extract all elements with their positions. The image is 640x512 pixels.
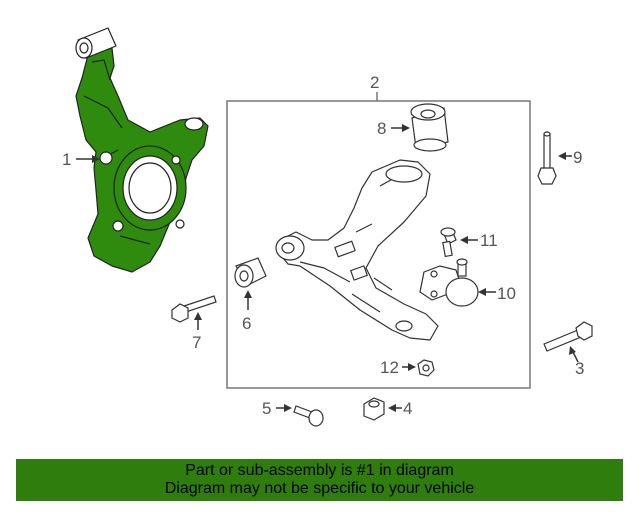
- part-1-steering-knuckle[interactable]: [75, 27, 209, 273]
- callout-1-label: 1: [62, 150, 71, 169]
- callout-11-label: 11: [480, 231, 498, 250]
- callout-9-label: 9: [573, 148, 582, 167]
- part-3-bolt[interactable]: [543, 321, 593, 352]
- banner-line-2: Diagram may not be specific to your vehi…: [164, 480, 475, 497]
- callout-10-label: 10: [497, 284, 516, 303]
- callout-6: 6: [242, 290, 252, 333]
- banner-line-1: Part or sub-assembly is #1 in diagram: [185, 462, 454, 479]
- callout-4: 4: [388, 399, 412, 418]
- callout-7-label: 7: [192, 333, 201, 352]
- part-4-nut[interactable]: [363, 397, 385, 421]
- callout-7: 7: [192, 312, 202, 352]
- info-banner: Part or sub-assembly is #1 in diagram Di…: [16, 459, 623, 501]
- callout-8-label: 8: [377, 119, 386, 138]
- part-11-bolt[interactable]: [440, 227, 457, 258]
- callout-12-label: 12: [380, 358, 399, 377]
- callout-5-label: 5: [262, 399, 271, 418]
- callout-6-label: 6: [242, 314, 251, 333]
- assembly-box-2: 2: [226, 73, 531, 389]
- part-10-ball-joint[interactable]: [419, 258, 479, 307]
- callout-11: 11: [460, 231, 498, 250]
- callout-10: 10: [478, 284, 516, 303]
- callout-5: 5: [262, 399, 292, 418]
- part-12-nut[interactable]: [417, 359, 435, 377]
- callout-12: 12: [380, 358, 416, 377]
- part-2-lower-control-arm[interactable]: [275, 159, 439, 341]
- part-5-bolt[interactable]: [293, 405, 324, 427]
- callout-3: 3: [569, 346, 584, 378]
- parts-diagram: 1 2 8 6: [62, 27, 593, 427]
- part-6-front-bushing[interactable]: [234, 257, 267, 288]
- callout-3-label: 3: [575, 359, 584, 378]
- callout-1: 1: [62, 150, 100, 169]
- callout-2-label: 2: [370, 73, 379, 92]
- part-8-rear-bushing[interactable]: [410, 103, 449, 152]
- callout-8: 8: [377, 119, 410, 138]
- part-9-bolt[interactable]: [537, 131, 557, 185]
- callout-9: 9: [558, 148, 582, 167]
- part-7-bolt[interactable]: [171, 295, 217, 323]
- callout-4-label: 4: [403, 399, 412, 418]
